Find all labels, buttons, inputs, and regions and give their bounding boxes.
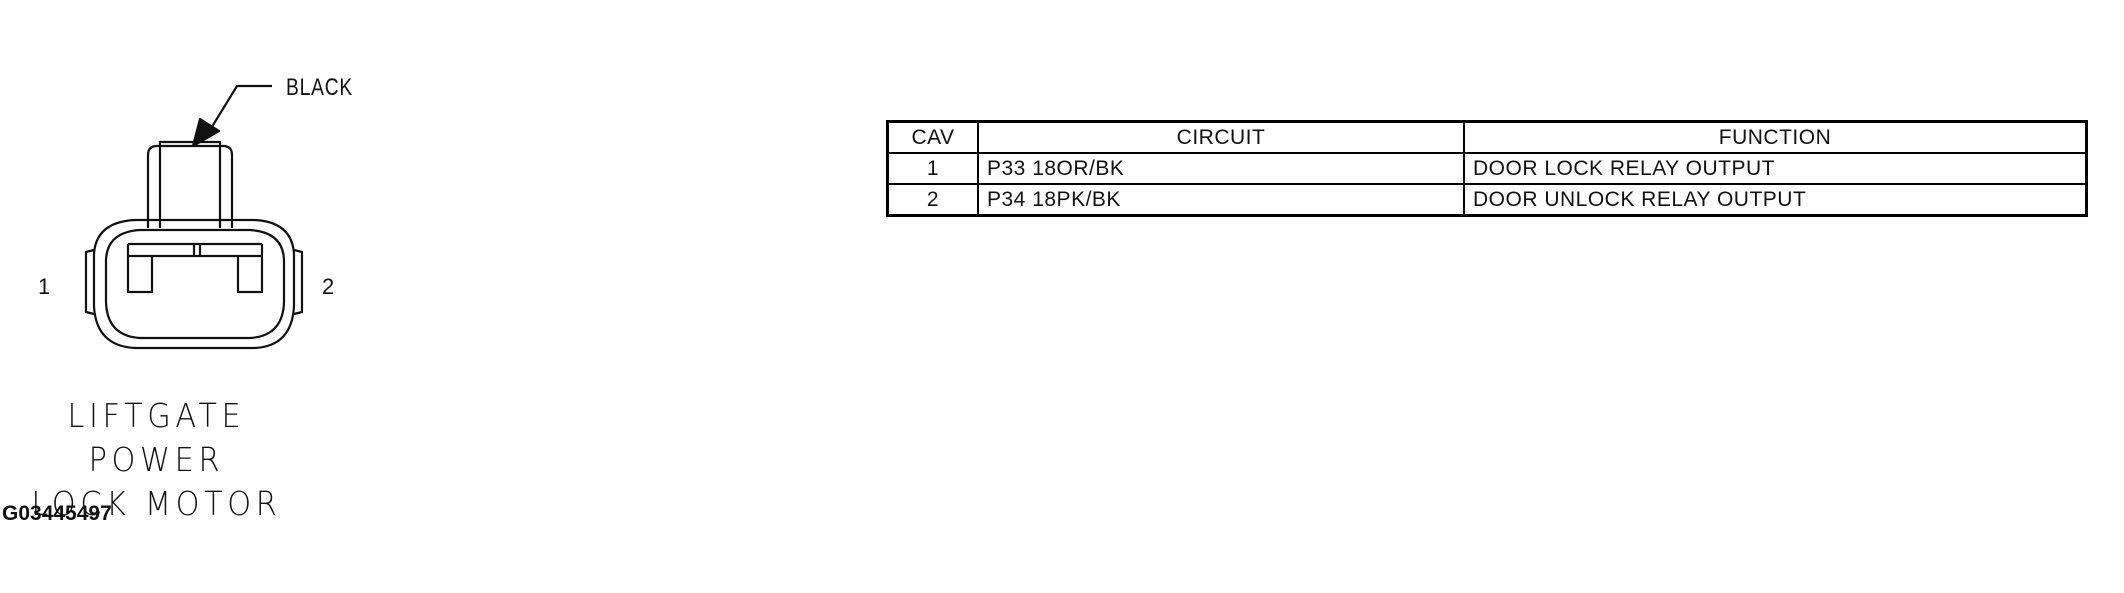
cav-cell: 2 bbox=[886, 183, 979, 217]
column-header-cav: CAV bbox=[886, 120, 979, 154]
connector-color-label: BLACK bbox=[286, 74, 353, 101]
terminal-cavities bbox=[126, 242, 264, 294]
cav-cell: 1 bbox=[886, 152, 979, 185]
connector-shell bbox=[84, 218, 304, 350]
column-header-function: FUNCTION bbox=[1463, 120, 2088, 154]
figure-id: G03445497 bbox=[2, 502, 112, 525]
connector-name-line-1: LIFTGATE POWER bbox=[67, 396, 246, 479]
function-cell: DOOR LOCK RELAY OUTPUT bbox=[1463, 152, 2088, 185]
table-row: 1 P33 18OR/BK DOOR LOCK RELAY OUTPUT bbox=[886, 152, 2088, 185]
table-row: 2 P34 18PK/BK DOOR UNLOCK RELAY OUTPUT bbox=[886, 183, 2088, 217]
circuit-cell: P34 18PK/BK bbox=[977, 183, 1465, 217]
connector-drawing bbox=[84, 84, 304, 350]
connector-name-line-2: LOCK MOTOR bbox=[31, 484, 282, 523]
connector-name: LIFTGATE POWER LOCK MOTOR bbox=[0, 394, 313, 526]
pinout-table: CAV CIRCUIT FUNCTION 1 P33 18OR/BK DOOR … bbox=[886, 120, 2088, 217]
connector-latch bbox=[146, 140, 234, 228]
pin-number-2: 2 bbox=[322, 274, 335, 299]
leader-arrow bbox=[191, 84, 272, 148]
table-header-row: CAV CIRCUIT FUNCTION bbox=[886, 120, 2088, 154]
function-cell: DOOR UNLOCK RELAY OUTPUT bbox=[1463, 183, 2088, 217]
pin-number-1: 1 bbox=[38, 274, 51, 299]
column-header-circuit: CIRCUIT bbox=[977, 120, 1465, 154]
circuit-cell: P33 18OR/BK bbox=[977, 152, 1465, 185]
